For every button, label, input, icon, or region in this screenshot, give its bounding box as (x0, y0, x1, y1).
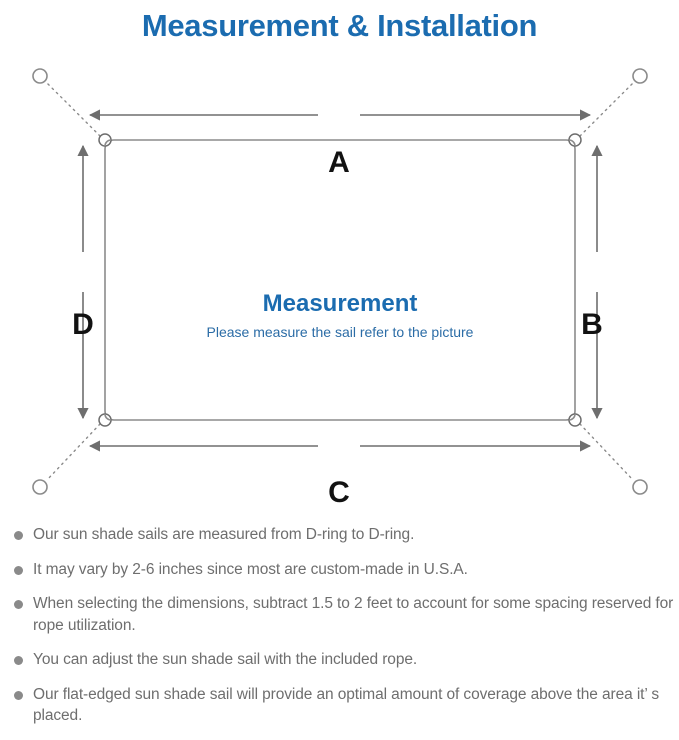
list-item-text: Our sun shade sails are measured from D-… (33, 526, 415, 543)
dimension-label-b: B (581, 308, 603, 341)
list-item-text: Our flat-edged sun shade sail will provi… (33, 685, 659, 725)
anchor-point-top-right (632, 68, 648, 84)
dimension-label-d: D (72, 308, 94, 341)
list-item: It may vary by 2-6 inches since most are… (8, 559, 679, 581)
sail-corner-arc-top-right (568, 139, 576, 147)
sail-measurement-diagram: A B C D Measurement Please measure the s… (0, 52, 679, 514)
bullet-dot-icon (14, 656, 23, 665)
bullet-dot-icon (14, 531, 23, 540)
list-item: You can adjust the sun shade sail with t… (8, 649, 679, 671)
anchor-point-bottom-right (632, 479, 648, 495)
list-item: Our sun shade sails are measured from D-… (8, 524, 679, 546)
dimension-label-c: C (328, 476, 350, 509)
rope-line-top-right (579, 82, 634, 137)
sail-corner-arc-top-left (104, 139, 112, 147)
rope-line-bottom-left (46, 423, 101, 481)
bullet-dot-icon (14, 690, 23, 700)
sail-corner-arc-bottom-right (568, 413, 576, 421)
sail-corner-arc-bottom-left (104, 413, 112, 421)
list-item: Our flat-edged sun shade sail will provi… (8, 684, 679, 727)
dimension-label-a: A (328, 146, 350, 179)
page-title: Measurement & Installation (141, 8, 538, 43)
diagram-svg (32, 68, 648, 495)
rope-line-top-left (46, 82, 101, 137)
sail-body (104, 139, 576, 421)
bullet-dot-icon (14, 600, 23, 609)
notes-list: Our sun shade sails are measured from D-… (8, 524, 679, 740)
list-item-text: It may vary by 2-6 inches since most are… (33, 560, 468, 578)
list-item: When selecting the dimensions, subtract … (8, 593, 679, 636)
anchor-point-top-left (32, 68, 48, 84)
anchor-point-bottom-left (32, 479, 48, 495)
list-item-text: You can adjust the sun shade sail with t… (33, 651, 418, 668)
list-item-text: When selecting the dimensions, subtract … (33, 595, 674, 634)
bullet-dot-icon (14, 565, 23, 575)
rope-line-bottom-right (579, 423, 634, 481)
